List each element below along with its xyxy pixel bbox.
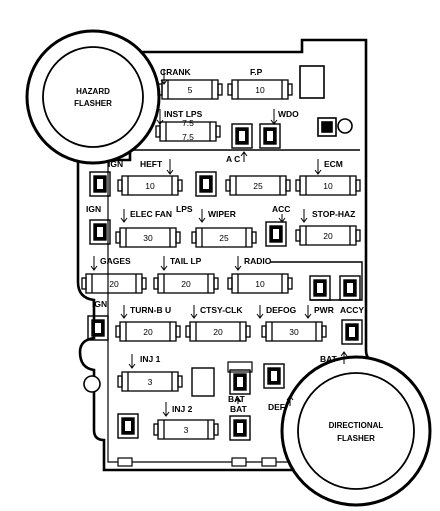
fuse-elec-fan-label: ELEC FAN	[130, 209, 172, 219]
relay-ign-1: IGN	[89, 159, 123, 197]
fuse-fp: F.P 10	[227, 67, 293, 100]
fuse-wiper: WIPER 25	[191, 209, 257, 248]
fuse-mid-25: 25	[225, 175, 291, 196]
fuse-defog: DEFOG 30	[256, 305, 327, 342]
fuse-turn-bu: TURN-B U 20	[115, 305, 181, 342]
hazard-flasher: HAZARD FLASHER	[25, 29, 161, 165]
fuse-radio-label: RADIO	[244, 256, 272, 266]
fuse-inj2-rating: 3	[184, 425, 189, 435]
fuse-gages-rating: 20	[109, 279, 119, 289]
fuse-tail-lp: TAIL LP 20	[153, 256, 219, 294]
relay-lower-group	[191, 361, 285, 397]
fuse-wiper-rating: 25	[219, 233, 229, 243]
relay-lps-label: LPS	[176, 204, 193, 214]
fuse-inst-lps-label: INST LPS	[164, 109, 203, 119]
fuse-stop-haz: STOP-HAZ 20	[295, 209, 361, 246]
bat-terminal-3-label: BAT	[230, 404, 248, 414]
fuse-ecm-rating: 10	[323, 181, 333, 191]
relay-acc: ACC	[265, 204, 290, 247]
fuse-stop-haz-label: STOP-HAZ	[312, 209, 355, 219]
relay-def-label: DEF	[268, 402, 285, 412]
fuse-fp-label: F.P	[250, 67, 263, 77]
relay-lps: LPS	[176, 171, 217, 214]
hazard-flasher-label-1: HAZARD	[76, 87, 110, 96]
fuse-radio-rating: 10	[255, 279, 265, 289]
fuse-wdo-label: WDO	[278, 109, 299, 119]
directional-flasher: DIRECTIONAL FLASHER	[280, 355, 432, 507]
relay-acc-label: ACC	[272, 204, 290, 214]
bat-terminal-3: BAT	[229, 397, 251, 441]
bat-terminal-1: BAT	[320, 351, 348, 364]
bottom-terminals	[117, 457, 277, 467]
fuse-crank-label: CRANK	[160, 67, 192, 77]
fuse-inj2-label: INJ 2	[172, 404, 193, 414]
relay-pwr: PWR	[304, 305, 334, 319]
fuse-gages-label: GAGES	[100, 256, 131, 266]
hazard-flasher-label-2: FLASHER	[74, 99, 112, 108]
fuse-inst-lps-rating-a: 7.5	[182, 118, 194, 128]
relay-ign-2: IGN	[86, 204, 111, 245]
fuse-heft: HEFT 10	[117, 159, 183, 196]
relay-accy-label: ACCY	[340, 305, 364, 315]
fuse-fp-rating: 10	[255, 85, 265, 95]
fuse-defog-label: DEFOG	[266, 305, 297, 315]
bat-terminal-1-label: BAT	[320, 354, 338, 364]
fuse-mid-25-rating: 25	[253, 181, 263, 191]
fuse-ecm-label: ECM	[324, 159, 343, 169]
fuse-gages: GAGES 20	[81, 256, 147, 294]
fuse-inj1-rating: 3	[148, 377, 153, 387]
fuse-ctsy-clk-label: CTSY-CLK	[200, 305, 243, 315]
relay-pwr-label: PWR	[314, 305, 334, 315]
fuse-ecm: ECM 10	[295, 159, 361, 196]
fuse-crank: CRANK 5	[157, 67, 223, 100]
directional-flasher-label-1: DIRECTIONAL	[329, 421, 384, 430]
fuse-ctsy-clk: CTSY-CLK 20	[185, 305, 251, 342]
relay-ign-3: IGN	[87, 299, 109, 341]
fuse-inst-lps-rating-b: 7.5	[182, 132, 194, 142]
fuse-tail-lp-rating: 20	[181, 279, 191, 289]
fuse-turn-bu-rating: 20	[143, 327, 153, 337]
fuse-wiper-label: WIPER	[208, 209, 236, 219]
fuse-crank-rating: 5	[188, 85, 193, 95]
fuse-defog-rating: 30	[289, 327, 299, 337]
mounting-hole-top	[337, 118, 353, 134]
relay-ign-3-label: IGN	[92, 299, 107, 309]
fuse-inst-lps: INST LPS 7.5 7.5	[155, 109, 221, 142]
relay-def: DEF	[268, 395, 294, 412]
fuse-elec-fan: ELEC FAN 30	[115, 209, 181, 248]
fuse-inj2: INJ 2 3	[153, 402, 219, 440]
inner-border	[107, 160, 372, 463]
relay-accy: ACCY	[340, 305, 364, 345]
mounting-hole-left	[83, 375, 101, 393]
directional-flasher-label-2: FLASHER	[337, 434, 375, 443]
divider-radio	[270, 261, 363, 301]
fuse-turn-bu-label: TURN-B U	[130, 305, 171, 315]
fuse-heft-rating: 10	[145, 181, 155, 191]
fuse-radio: RADIO 10	[227, 256, 293, 294]
relay-ign-2-label: IGN	[86, 204, 101, 214]
fuse-stop-haz-rating: 20	[323, 231, 333, 241]
fuse-elec-fan-rating: 30	[143, 233, 153, 243]
mounting-boss-topright	[299, 65, 337, 137]
fuse-ctsy-clk-rating: 20	[213, 327, 223, 337]
fuse-tail-lp-label: TAIL LP	[170, 256, 202, 266]
fuse-inj1: INJ 1 3	[117, 354, 183, 392]
relay-ac: A C	[226, 123, 253, 164]
relay-ign-1-label: IGN	[108, 159, 123, 169]
fuse-heft-label: HEFT	[140, 159, 163, 169]
relay-ac-label: A C	[226, 154, 240, 164]
fuse-inj1-label: INJ 1	[140, 354, 161, 364]
